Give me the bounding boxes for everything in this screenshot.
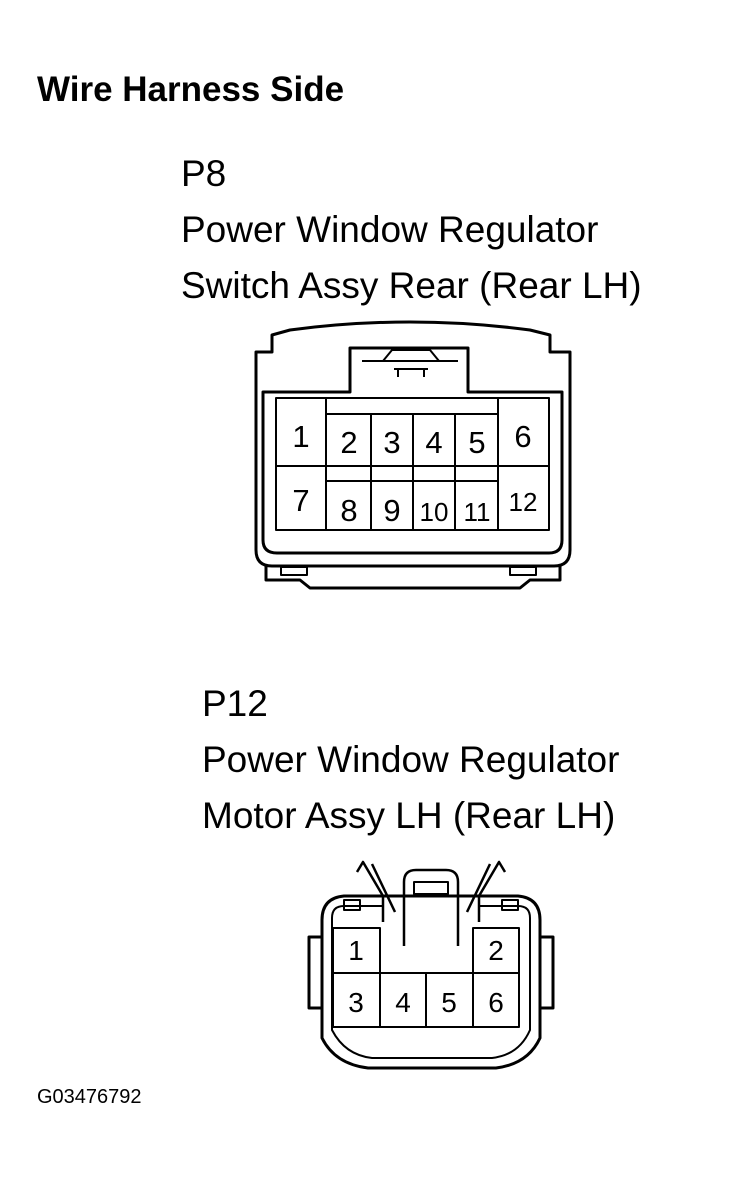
p12-pin-4: 4 bbox=[395, 987, 411, 1018]
p12-housing-outline bbox=[320, 894, 542, 1070]
p8-connector-id: P8 bbox=[181, 153, 227, 194]
p8-label-block: P8 Power Window Regulator Switch Assy Re… bbox=[181, 146, 642, 314]
p8-pin-2: 2 bbox=[340, 425, 357, 460]
p8-pin-4: 4 bbox=[425, 425, 442, 460]
p8-connector-name-line2: Switch Assy Rear (Rear LH) bbox=[181, 265, 642, 306]
p8-inner-frame bbox=[261, 346, 564, 555]
figure-code: G03476792 bbox=[37, 1086, 142, 1108]
p8-pin-11: 11 bbox=[464, 497, 491, 527]
p12-label-block: P12 Power Window Regulator Motor Assy LH… bbox=[202, 676, 619, 844]
p12-side-tab-right bbox=[540, 935, 555, 1010]
p8-pin-9: 9 bbox=[383, 493, 400, 528]
p8-connector-name-line1: Power Window Regulator bbox=[181, 209, 599, 250]
p8-latch-right bbox=[509, 566, 537, 576]
p12-lock-arm-left bbox=[355, 860, 397, 922]
p12-pin-6: 6 bbox=[488, 987, 504, 1018]
p8-pin-8: 8 bbox=[340, 493, 357, 528]
p8-pin-grid-lines bbox=[276, 398, 549, 530]
p8-bottom-rail bbox=[264, 566, 562, 590]
p8-pin-10: 10 bbox=[420, 497, 449, 527]
p12-connector-name-line2: Motor Assy LH (Rear LH) bbox=[202, 795, 616, 836]
p8-pin-12: 12 bbox=[509, 487, 538, 517]
p12-small-latch-left bbox=[343, 899, 361, 911]
p8-pin-5: 5 bbox=[468, 425, 485, 460]
p12-pin-grid-lines bbox=[333, 972, 519, 1027]
p8-pin-7: 7 bbox=[292, 483, 309, 518]
p12-pin-3: 3 bbox=[348, 987, 364, 1018]
p12-small-latch-right bbox=[501, 899, 519, 911]
p8-pin-1: 1 bbox=[292, 419, 309, 454]
p12-pin-2: 2 bbox=[488, 935, 504, 966]
p12-connector-name-line1: Power Window Regulator bbox=[202, 739, 620, 780]
p8-pin-3: 3 bbox=[383, 425, 400, 460]
p12-pin-5: 5 bbox=[441, 987, 457, 1018]
p12-center-key-top bbox=[413, 881, 449, 895]
page-heading: Wire Harness Side bbox=[37, 70, 345, 109]
p8-latch-left bbox=[280, 566, 308, 576]
p8-housing-outline bbox=[254, 320, 572, 568]
p12-connector-id: P12 bbox=[202, 683, 268, 724]
p12-lock-arm-right bbox=[465, 860, 507, 922]
p12-pin-grid-outline bbox=[332, 927, 520, 1028]
p12-center-key bbox=[402, 868, 460, 946]
p8-lock-tab bbox=[362, 349, 458, 377]
p8-pin-6: 6 bbox=[514, 419, 531, 454]
p12-pin-1: 1 bbox=[348, 935, 364, 966]
p12-side-tab-left bbox=[307, 935, 322, 1010]
